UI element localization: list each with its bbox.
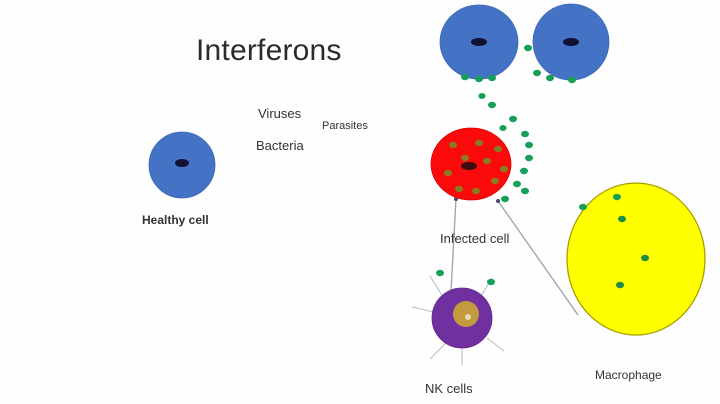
pathogen-dot <box>494 145 502 153</box>
interferon-dot <box>521 130 529 138</box>
interferon-dot <box>501 195 509 203</box>
nk-cell-spikes <box>411 275 505 365</box>
label-infected-cell: Infected cell <box>440 231 510 246</box>
macrophage-interferon-dot <box>641 254 649 262</box>
macrophage-cell <box>566 182 706 336</box>
interferon-dot <box>436 269 444 277</box>
blue-cell-top-left <box>439 4 519 80</box>
interferon-dot <box>568 76 576 84</box>
blue-cell-top-right <box>532 3 610 81</box>
pathogen-dot <box>472 187 480 195</box>
pathogen-dot <box>455 185 463 193</box>
infected-cell-nucleus <box>461 162 477 170</box>
label-nk-cells: NK cells <box>425 381 473 396</box>
interferon-dot <box>499 125 507 131</box>
interferon-dot <box>525 141 533 149</box>
label-bacteria: Bacteria <box>256 138 304 153</box>
interferon-dot <box>524 44 532 52</box>
nk-spike <box>486 337 505 352</box>
interferon-dot <box>520 167 528 175</box>
interferon-dot <box>513 180 521 188</box>
pathogen-dot <box>461 154 469 162</box>
interferon-dot <box>533 69 541 77</box>
label-healthy-cell: Healthy cell <box>142 213 209 227</box>
macrophage-body <box>566 182 706 336</box>
macrophage-interferon-dot <box>616 281 624 289</box>
macrophage-interferon-dot <box>579 203 587 211</box>
nk-spike <box>429 275 444 298</box>
blue-cell-nucleus <box>563 38 579 46</box>
label-viruses: Viruses <box>258 106 302 121</box>
interferon-dot <box>475 75 483 83</box>
pathogen-dot <box>475 139 483 147</box>
infected-cell-pathogens <box>444 139 508 195</box>
pathogen-dot <box>491 177 499 185</box>
nk-cell-nucleolus <box>465 314 471 320</box>
pathogen-dot <box>500 165 508 173</box>
nk-cell-nucleus <box>453 301 479 327</box>
label-parasites: Parasites <box>322 120 368 132</box>
interferon-dot <box>478 93 486 99</box>
infected-cell <box>430 127 512 201</box>
interferon-dot <box>525 154 533 162</box>
nk-spike <box>411 306 435 313</box>
interferon-dot <box>488 74 496 82</box>
interferon-dot <box>509 115 517 123</box>
healthy-cell <box>148 131 216 199</box>
page-title: Interferons <box>196 34 342 67</box>
pathogen-dot <box>444 169 452 177</box>
interferon-particles-blue-cells <box>461 44 576 99</box>
label-macrophage: Macrophage <box>595 368 662 382</box>
connector-endpoint-dot <box>496 199 500 203</box>
interferon-dot <box>521 187 529 195</box>
nk-spike <box>429 341 448 360</box>
interferon-dot <box>488 101 496 109</box>
blue-cell-nucleus <box>471 38 487 46</box>
interferon-dot <box>461 73 469 81</box>
connector-infected-to-macrophage <box>497 200 579 316</box>
macrophage-interferon-dot <box>618 215 626 223</box>
pathogen-dot <box>483 157 491 165</box>
nk-cell <box>431 287 493 349</box>
interferon-particles-arc <box>488 101 533 203</box>
connector-infected-to-nk <box>450 198 457 293</box>
macrophage-interferon-dot <box>613 193 621 201</box>
connector-lines <box>450 197 579 316</box>
interferon-dot <box>487 278 495 286</box>
interferon-particles-nk-cell <box>436 269 495 286</box>
healthy-cell-nucleus <box>175 159 189 167</box>
pathogen-dot <box>449 141 457 149</box>
interferon-dot <box>546 74 554 82</box>
